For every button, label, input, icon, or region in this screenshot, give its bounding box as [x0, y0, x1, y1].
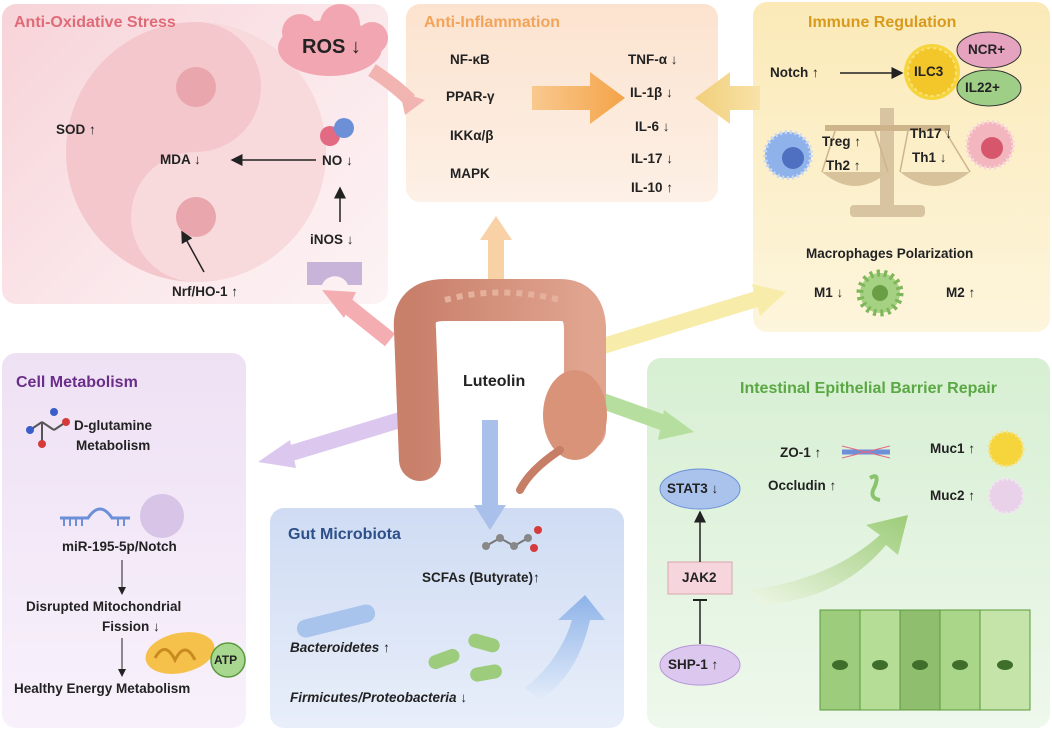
shp1-node — [659, 644, 741, 686]
mitochondria-icon — [145, 632, 215, 674]
muc2-icon — [987, 477, 1025, 515]
th2-label: Th2 ↑ — [826, 158, 861, 173]
immune-to-inflammation-arrow — [695, 72, 760, 124]
muc1-icon — [987, 430, 1025, 468]
tight-junction-icon — [841, 445, 891, 459]
occludin-label: Occludin ↑ — [768, 478, 837, 493]
dglutamine-metabolism-label: Metabolism — [76, 438, 151, 453]
il10-label: IL-10 ↑ — [631, 180, 674, 195]
jak2-node — [667, 561, 733, 595]
yin-yang-icon — [66, 22, 326, 282]
cell-metabolism-panel — [2, 353, 246, 728]
sod-label: SOD ↑ — [56, 122, 96, 137]
treg-label: Treg ↑ — [822, 134, 862, 149]
ros-cloud-icon — [278, 4, 388, 76]
notch-cell-icon — [140, 494, 184, 538]
occludin-protein-icon — [868, 474, 881, 502]
ros-label: ROS ↓ — [302, 36, 361, 58]
bacteroidetes-icon — [296, 604, 376, 638]
treg-cell-icon — [763, 130, 813, 180]
bacteroidetes-label: Bacteroidetes — [290, 640, 380, 655]
mir-label: miR-195-5p/Notch — [62, 539, 177, 554]
arrow-to-immune — [587, 290, 763, 358]
anti-oxidative-title: Anti-Oxidative Stress — [14, 14, 176, 31]
firmicutes-icon — [428, 633, 502, 682]
arrow-to-barrier — [597, 392, 673, 433]
zo1-label: ZO-1 ↑ — [780, 445, 822, 460]
dglutamine-label: D-glutamine — [74, 418, 153, 433]
atp-circle — [210, 642, 246, 678]
th17-label: Th17 ↓ — [910, 126, 953, 141]
macrophage-polarization-label: Macrophages Polarization — [806, 246, 974, 261]
gut-microbiota-title: Gut Microbiota — [288, 526, 401, 543]
th17-cell-icon — [965, 120, 1015, 170]
il6-label: IL-6 ↓ — [635, 119, 670, 134]
shp1-label: SHP-1 ↑ — [668, 657, 719, 672]
stat3-label: STAT3 ↓ — [667, 481, 719, 496]
inos-label: iNOS ↓ — [310, 232, 354, 247]
mda-label: MDA ↓ — [160, 152, 201, 167]
butyrate-molecule-icon — [482, 526, 542, 552]
il22-ellipse — [956, 69, 1022, 107]
m2-label: M2 ↑ — [946, 285, 976, 300]
ikk-label: IKKα/β — [450, 128, 494, 143]
firmicutes-arrow: ↓ — [460, 690, 468, 705]
epithelial-cells-icon — [819, 609, 1031, 711]
firmicutes-label: Firmicutes/Proteobacteria — [290, 690, 457, 705]
ilc3-label: ILC3 — [914, 64, 944, 79]
mapk-label: MAPK — [450, 166, 490, 181]
disrupted-fission-label: Disrupted Mitochondrial — [26, 599, 182, 614]
muc1-label: Muc1 ↑ — [930, 441, 976, 456]
ppar-label: PPAR-γ — [446, 89, 495, 104]
bacteroidetes-row: Bacteroidetes ↑ — [290, 640, 390, 655]
ncr-ellipse — [956, 31, 1022, 69]
luteolin-label: Luteolin — [463, 373, 526, 390]
immune-regulation-title: Immune Regulation — [808, 14, 957, 31]
balance-scale-icon — [821, 108, 971, 217]
inflammation-arrow — [532, 72, 625, 124]
atp-label: ATP — [214, 653, 238, 667]
muc2-label: Muc2 ↑ — [930, 488, 976, 503]
receptor-icon — [307, 262, 362, 285]
stat3-node — [659, 468, 741, 510]
barrier-repair-arrow — [748, 515, 908, 605]
nfkb-label: NF-κB — [450, 52, 490, 67]
scfa-label: SCFAs (Butyrate)↑ — [422, 570, 540, 585]
notch-label: Notch ↑ — [770, 65, 819, 80]
cell-metabolism-title: Cell Metabolism — [16, 374, 138, 391]
tnf-label: TNF-α ↓ — [628, 52, 678, 67]
barrier-title: Intestinal Epithelial Barrier Repair — [740, 380, 997, 397]
il17-label: IL-17 ↓ — [631, 151, 674, 166]
glutamine-molecule-icon — [26, 408, 70, 448]
ilc3-cell-icon — [904, 44, 960, 100]
il1b-label: IL-1β ↓ — [630, 85, 673, 100]
ncr-label: NCR+ — [968, 42, 1006, 57]
firmicutes-row: Firmicutes/Proteobacteria ↓ — [290, 690, 467, 705]
macrophage-icon — [856, 269, 904, 317]
arrow-to-metabolism — [282, 412, 403, 463]
colon-icon — [393, 279, 607, 494]
mirna-icon — [60, 507, 130, 526]
jak2-label: JAK2 — [682, 570, 717, 585]
no-label: NO ↓ — [322, 153, 353, 168]
bacteroidetes-arrow: ↑ — [383, 640, 390, 655]
microbiota-increase-arrow — [525, 595, 605, 700]
healthy-energy-label: Healthy Energy Metabolism — [14, 681, 191, 696]
fission-label: Fission ↓ — [102, 619, 160, 634]
m1-label: M1 ↓ — [814, 285, 844, 300]
il22-label: IL22+ — [965, 80, 1000, 95]
anti-inflammation-title: Anti-Inflammation — [424, 14, 560, 31]
th1-label: Th1 ↓ — [912, 150, 947, 165]
nrf-label: Nrf/HO-1 ↑ — [172, 284, 239, 299]
